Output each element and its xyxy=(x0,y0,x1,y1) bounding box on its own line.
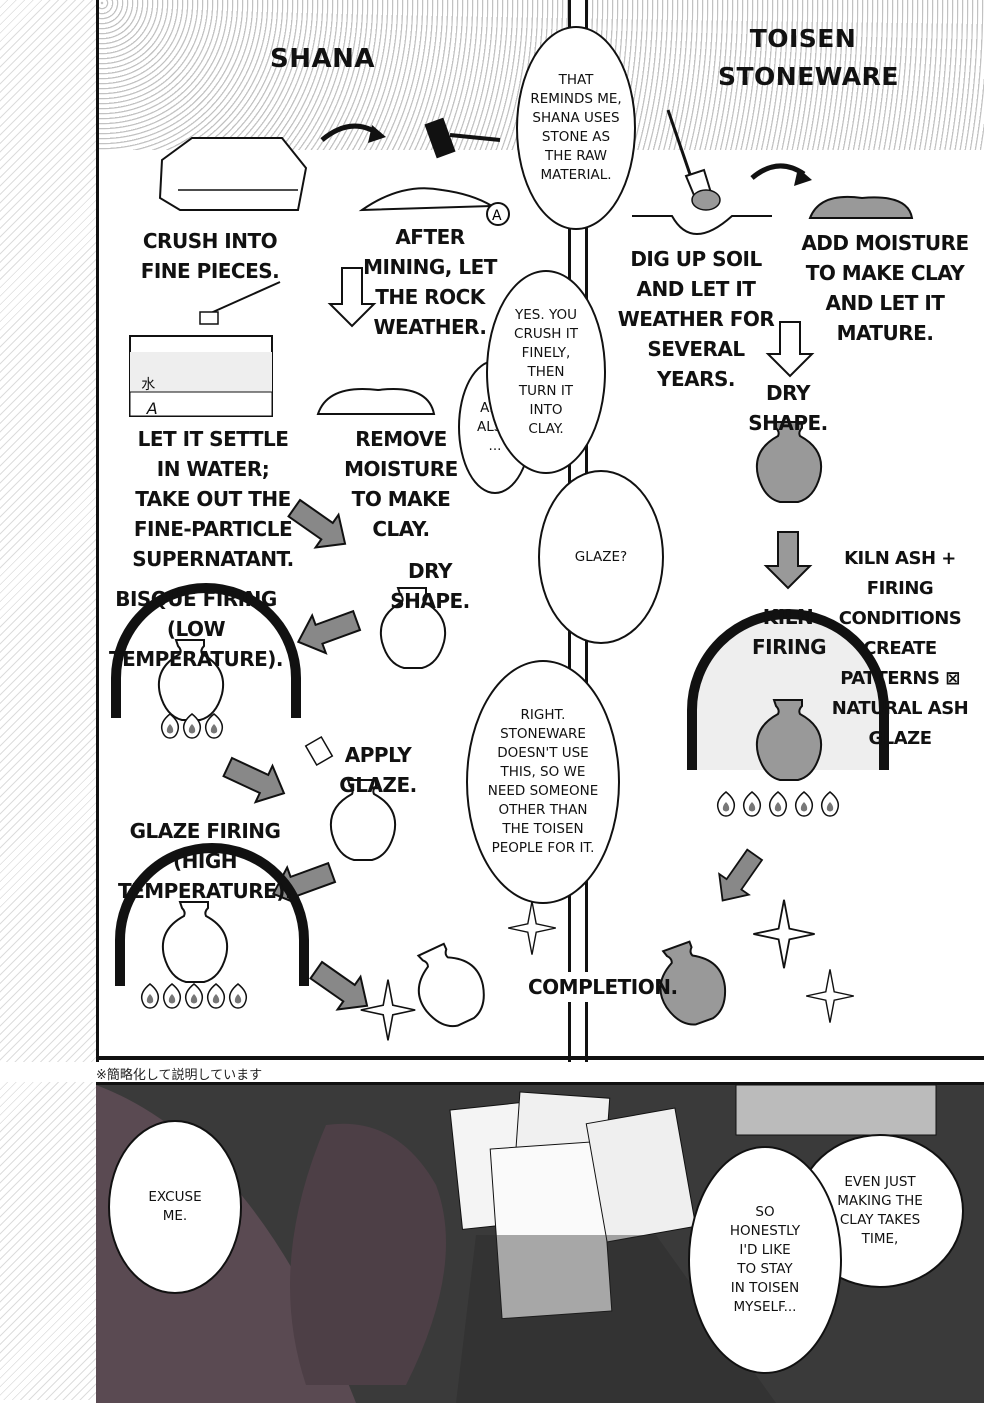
step-toisen-dry: DRY SHAPE. xyxy=(748,381,828,435)
step-dry: DRY SHAPE. xyxy=(390,559,470,613)
step-remove: REMOVE MOISTURE TO MAKE CLAY. xyxy=(344,427,458,541)
toisen-title-2: STONEWARE xyxy=(718,62,899,91)
layer-a-label: A xyxy=(146,399,158,418)
bubble-glaze: GLAZE? xyxy=(538,470,664,644)
toisen-title-1: TOISEN xyxy=(749,24,857,53)
shana-title: SHANA xyxy=(270,44,375,74)
bottom-margin xyxy=(0,1082,96,1400)
water-label: 水 xyxy=(141,377,155,393)
step-kiln: KILN FIRING xyxy=(752,605,827,659)
step-dig: DIG UP SOIL AND LET IT WEATHER FOR SEVER… xyxy=(617,247,775,391)
left-margin xyxy=(0,0,99,1062)
step-bisque: BISQUE FIRING (LOW TEMPERATURE). xyxy=(108,587,284,671)
step-glaze: APPLY GLAZE. xyxy=(339,743,417,797)
step-moisture: ADD MOISTURE TO MAKE CLAY AND LET IT MAT… xyxy=(801,231,969,345)
step-completion: COMPLETION. xyxy=(528,972,678,1002)
svg-text:A: A xyxy=(492,208,502,224)
footnote: ※簡略化して説明しています xyxy=(96,1068,263,1083)
step-settle: LET IT SETTLE IN WATER; TAKE OUT THE FIN… xyxy=(132,427,294,571)
diagram-illustrations: A xyxy=(111,109,914,1042)
step-ash: KILN ASH + FIRING CONDITIONS CREATE PATT… xyxy=(831,548,969,749)
panel-border xyxy=(96,1056,984,1060)
step-crush: CRUSH INTO FINE PIECES. xyxy=(140,229,280,283)
step-weather: AFTER MINING, LET THE ROCK WEATHER. xyxy=(363,225,497,339)
scene-illustration xyxy=(96,1085,984,1403)
step-glaze-firing: GLAZE FIRING (HIGH TEMPERATURE). xyxy=(117,819,293,903)
